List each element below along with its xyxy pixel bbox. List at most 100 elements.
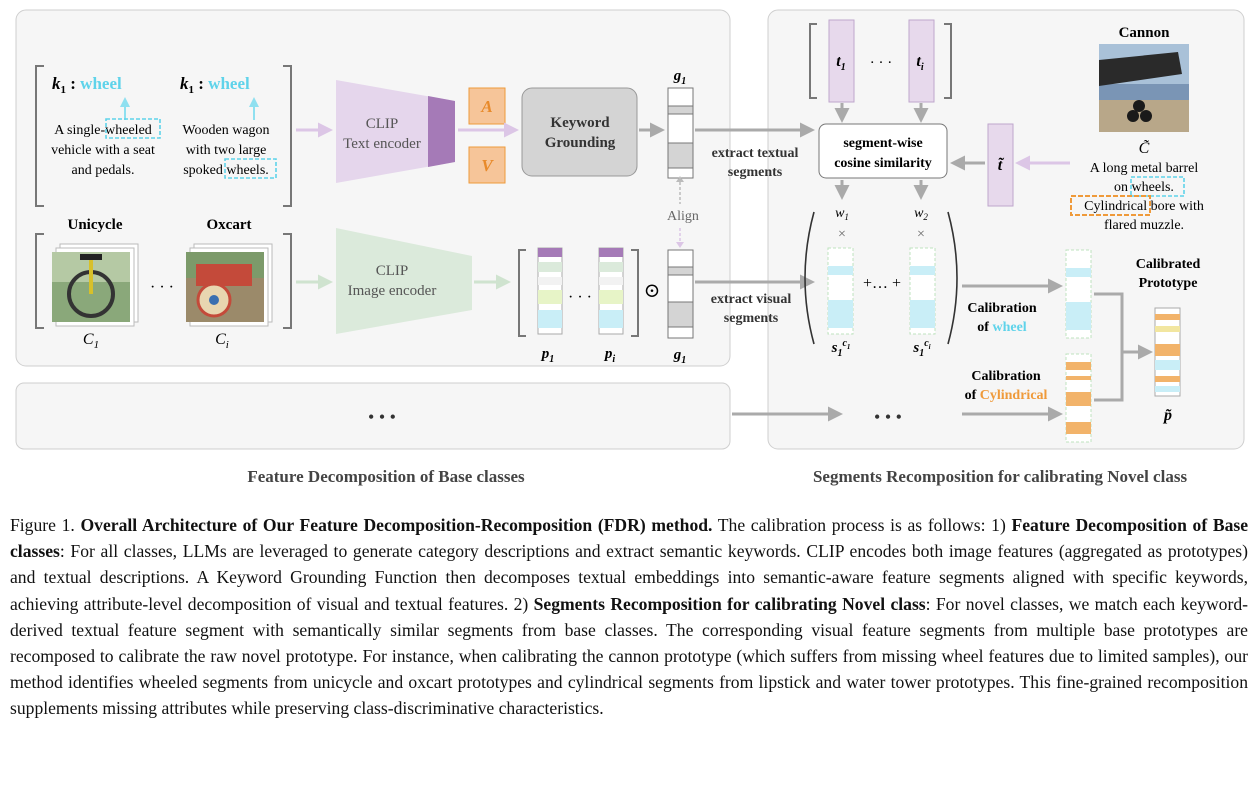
svg-text:A long metal barrel: A long metal barrel: [1090, 161, 1199, 176]
svg-text:CLIP: CLIP: [366, 116, 399, 132]
pi-label: pi: [603, 346, 616, 365]
svg-text:t1: t1: [836, 53, 845, 73]
bottom-left-panel: [15, 382, 731, 450]
ti-vector: [908, 19, 935, 103]
prototype-bracket: [518, 249, 639, 337]
a-box: [468, 87, 506, 125]
calibration-cylindrical-vector: [1065, 353, 1092, 443]
bottom-left-dots: • • •: [368, 407, 396, 427]
cannon-image: [1099, 44, 1189, 132]
calibrated-prototype-vector: [1154, 307, 1181, 397]
svg-text:Calibrated: Calibrated: [1136, 257, 1201, 272]
caption-step1-num: 1): [991, 515, 1012, 535]
left-section-title: Feature Decomposition of Base classes: [247, 467, 525, 486]
keyword-grounding-box: [521, 87, 638, 177]
description-unicycle: A single-wheeled vehicle with a seat and…: [51, 123, 155, 178]
calibration-wheel-vector: [1065, 249, 1092, 339]
svg-text:on wheels.: on wheels.: [1114, 180, 1174, 195]
t-bracket: [809, 23, 952, 99]
svg-text:segments: segments: [724, 311, 779, 326]
caption-step1-head: Feature Decomposition of Base classes: [10, 515, 1249, 562]
svg-text:Unicycle: Unicycle: [68, 217, 123, 233]
clip-text-encoder: [336, 80, 455, 183]
svg-text:×: ×: [838, 227, 846, 242]
svg-text:Wooden wagon: Wooden wagon: [182, 123, 269, 138]
svg-text:of Cylindrical: of Cylindrical: [965, 388, 1048, 403]
caption-step2-text: : For novel classes, we match each keywo…: [10, 593, 1248, 719]
architecture-figure: k1 : wheel k1 : wheel A single-wheeled v…: [15, 9, 1245, 486]
svg-text:w1: w1: [835, 206, 849, 222]
svg-text:· · ·: · · ·: [870, 55, 893, 71]
text-bracket: [35, 65, 292, 207]
svg-text:Keyword: Keyword: [550, 115, 610, 131]
svg-text:Oxcart: Oxcart: [207, 217, 252, 233]
cannon-title: Cannon: [1119, 25, 1171, 41]
caption-intro: The calibration process is as follows:: [712, 515, 986, 535]
svg-text:flared muzzle.: flared muzzle.: [1104, 218, 1184, 233]
svg-text:Grounding: Grounding: [545, 135, 616, 151]
svg-text:segments: segments: [728, 165, 783, 180]
svg-text:segment-wise: segment-wise: [843, 136, 922, 151]
g1-bottom-label: g1: [673, 347, 687, 366]
svg-text:Prototype: Prototype: [1139, 276, 1198, 291]
svg-text:and pedals.: and pedals.: [72, 163, 135, 178]
bottom-right-dots: • • •: [874, 407, 902, 427]
unicycle-images: [52, 243, 139, 327]
t-tilde-vector: [987, 123, 1014, 207]
svg-text:Calibration: Calibration: [971, 369, 1040, 384]
image-bracket: [35, 233, 292, 329]
svg-text:Cylindrical bore with: Cylindrical bore with: [1084, 199, 1204, 214]
align-label: Align: [667, 209, 699, 224]
ci-label: Ci: [215, 331, 229, 351]
caption-label: Figure 1.: [10, 515, 75, 535]
svg-text:s1c1: s1c1: [831, 338, 851, 359]
segment-s1ci: [909, 247, 936, 335]
svg-text:A single-wheeled: A single-wheeled: [54, 123, 152, 138]
caption-step2-num: 2): [513, 593, 534, 614]
svg-text:spoked wheels.: spoked wheels.: [183, 163, 269, 178]
cosine-similarity-box: [818, 123, 948, 179]
svg-text:· · ·: · · ·: [150, 279, 174, 296]
svg-text:w2: w2: [914, 206, 928, 222]
svg-text:vehicle with a seat: vehicle with a seat: [51, 143, 155, 158]
novel-description: A long metal barrel on wheels. Cylindric…: [1084, 161, 1204, 233]
svg-text:A: A: [480, 97, 492, 116]
figure-caption: Figure 1. Overall Architecture of Our Fe…: [10, 512, 1248, 722]
g1-bottom-vector: [667, 249, 694, 339]
svg-text:s1ci: s1ci: [912, 338, 930, 359]
oxcart-images: [186, 243, 273, 327]
caption-step2-head: Segments Recomposition for calibrating N…: [533, 593, 926, 614]
svg-text:Text encoder: Text encoder: [343, 136, 421, 152]
svg-text:Calibration: Calibration: [967, 301, 1036, 316]
svg-text:ti: ti: [916, 53, 923, 73]
p-tilde-label: p̃: [1162, 407, 1172, 424]
prototype-p1: [537, 247, 563, 335]
right-section-title: Segments Recomposition for calibrating N…: [813, 467, 1188, 486]
svg-text:CLIP: CLIP: [376, 263, 409, 279]
svg-text:extract visual: extract visual: [711, 292, 792, 307]
keyword-2: k1 : wheel: [180, 74, 250, 96]
c1-label: C1: [83, 331, 99, 351]
svg-text:· · ·: · · ·: [568, 289, 592, 306]
p1-label: p1: [540, 346, 555, 365]
clip-image-encoder: [336, 228, 472, 334]
svg-text:+… +: +… +: [863, 275, 901, 292]
description-oxcart: Wooden wagon with two large spoked wheel…: [182, 123, 269, 178]
v-box: [468, 146, 506, 184]
svg-text:V: V: [481, 156, 494, 175]
prototype-pi: [598, 247, 624, 335]
svg-text:of wheel: of wheel: [977, 320, 1026, 335]
caption-title: Overall Architecture of Our Feature Deco…: [80, 515, 713, 535]
svg-text:×: ×: [917, 227, 925, 242]
c-tilde-label: C̃: [1139, 139, 1150, 157]
svg-text:extract textual: extract textual: [712, 146, 799, 161]
svg-text:cosine similarity: cosine similarity: [834, 156, 932, 171]
svg-text:Image encoder: Image encoder: [348, 283, 437, 299]
svg-text:with two large: with two large: [186, 143, 267, 158]
caption-step1-text: : For all classes, LLMs are leveraged to…: [10, 541, 1248, 614]
segment-s1c1: [827, 247, 854, 335]
keyword-1: k1 : wheel: [52, 74, 122, 96]
t1-vector: [828, 19, 855, 103]
g1-top-vector: [667, 87, 694, 179]
odot-symbol: ⊙: [644, 280, 661, 302]
